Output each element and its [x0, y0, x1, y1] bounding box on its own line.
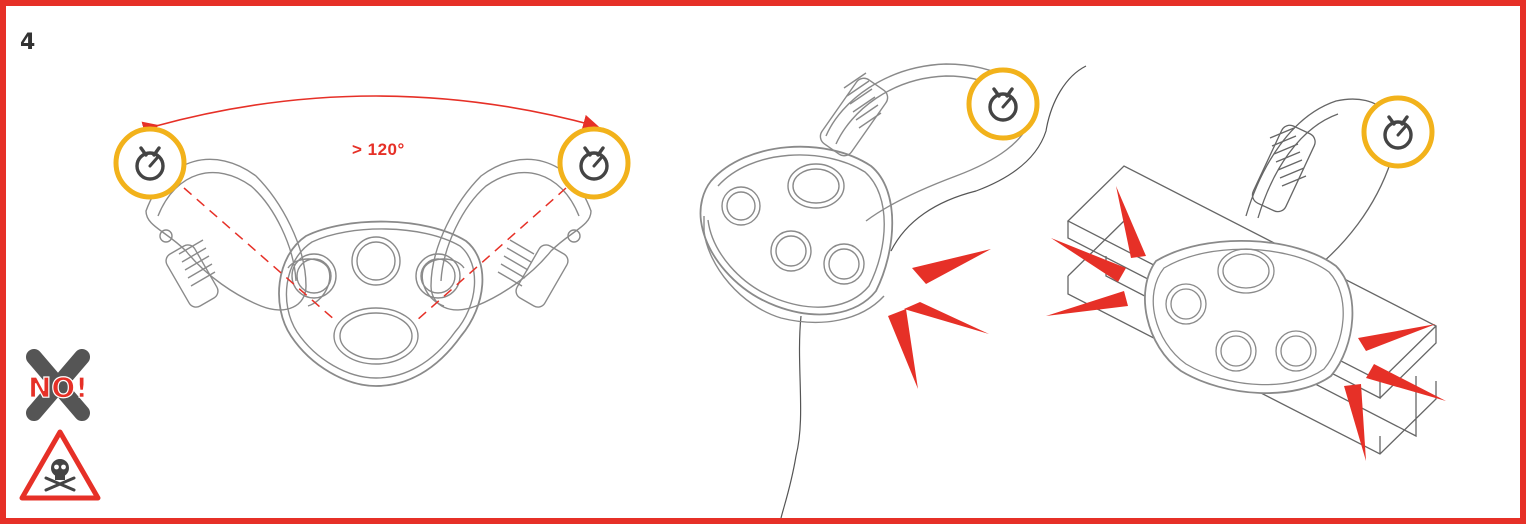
- rope-line: [780, 315, 802, 518]
- no-label: NO!: [28, 371, 88, 404]
- gauge-icon: [116, 129, 184, 197]
- plate-angle-figure: [141, 95, 600, 387]
- impact-burst-icon: [888, 249, 991, 389]
- anchor-plate: [278, 220, 484, 387]
- beam-edge-figure: [1066, 98, 1438, 455]
- no-cross-icon: [26, 349, 90, 421]
- angle-label: > 120°: [352, 140, 405, 159]
- illustration-canvas: NO!: [19, 63, 1446, 518]
- rock-outline: [890, 65, 1087, 252]
- gauge-icon: [1364, 98, 1432, 166]
- danger-skull-icon: [19, 429, 101, 501]
- left-carabiner: [145, 158, 307, 311]
- rock-edge-figure: [699, 63, 1087, 518]
- impact-burst-icon: [1046, 186, 1446, 461]
- gauge-icon: [969, 70, 1037, 138]
- step-number: 4: [20, 30, 36, 55]
- gauge-icon: [560, 129, 628, 197]
